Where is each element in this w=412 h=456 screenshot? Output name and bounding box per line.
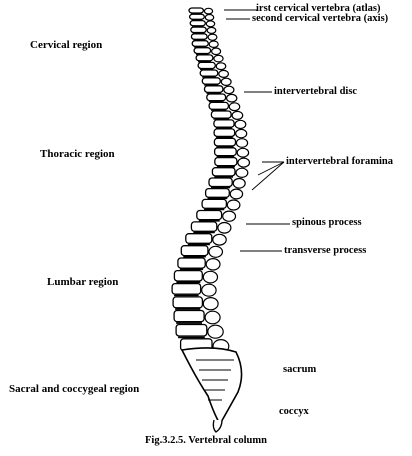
- vertebra-process: [223, 85, 235, 95]
- vertebra-body: [197, 61, 216, 70]
- vertebra-body: [188, 7, 205, 14]
- vertebra-process: [237, 157, 251, 168]
- vertebra-body: [171, 282, 202, 295]
- vertebra-process: [232, 177, 246, 189]
- vertebra-process: [217, 221, 232, 234]
- vertebra-process: [228, 102, 241, 112]
- vertebra-body: [189, 19, 206, 27]
- vertebra-process: [236, 147, 250, 158]
- lumbar-region-label: Lumbar region: [47, 276, 119, 288]
- vertebra-body: [188, 13, 205, 20]
- vertebra-process: [218, 69, 230, 79]
- vertebra-body: [201, 77, 221, 85]
- vertebra-process: [235, 138, 249, 148]
- vertebra-process: [202, 270, 219, 284]
- vertebra-process: [201, 283, 217, 297]
- sacral-region-label: Sacral and coccygeal region: [9, 383, 140, 395]
- vertebra-body: [211, 167, 236, 177]
- vertebra-process: [234, 119, 247, 130]
- vertebra-body: [175, 323, 208, 337]
- vertebra-process: [208, 40, 219, 49]
- vertebra-body: [206, 93, 227, 102]
- thoracic-region-label: Thoracic region: [40, 148, 115, 160]
- vertebra-body: [180, 245, 209, 257]
- vertebra-body: [190, 26, 207, 34]
- vertebra-process: [204, 13, 215, 21]
- vertebra-body: [173, 309, 205, 323]
- vertebra-body: [204, 187, 230, 198]
- cervical-region-label: Cervical region: [30, 39, 103, 51]
- vertebra-process: [235, 128, 248, 139]
- vertebra-process: [207, 33, 218, 41]
- vertebra-process: [220, 77, 232, 87]
- vertebra-body: [190, 33, 208, 40]
- transverse-label: transverse process: [284, 245, 367, 256]
- vertebra-process: [206, 26, 217, 34]
- foramina-label: intervertebral foramina: [286, 156, 394, 167]
- vertebra-process: [231, 110, 244, 121]
- vertebra-process: [207, 324, 224, 339]
- vertebra-body: [213, 147, 237, 157]
- vertebra-process: [235, 167, 249, 178]
- vertebra-process: [204, 310, 221, 325]
- spinous-label: spinous process: [292, 217, 362, 228]
- vertebra-body: [210, 110, 232, 119]
- foramina-leader-2: [257, 161, 285, 176]
- vertebra-body: [177, 257, 206, 269]
- vertebra-process: [211, 47, 222, 56]
- vertebra-process: [205, 257, 221, 271]
- vertebra-body: [213, 128, 236, 138]
- vertebra-body: [195, 54, 214, 62]
- vertebra-process: [205, 20, 216, 28]
- vertebra-process: [229, 188, 244, 200]
- axis-label: second cervical vertebra (axis): [252, 13, 389, 24]
- coccyx-shape: [212, 419, 223, 433]
- figure-caption: Fig.3.2.5. Vertebral column: [145, 435, 267, 446]
- vertebra-body: [173, 269, 203, 282]
- vertebra-body: [214, 156, 238, 167]
- vertebra-process: [215, 62, 227, 71]
- vertebra-process: [208, 245, 224, 258]
- vertebra-body: [201, 198, 228, 209]
- vertebra-body: [208, 101, 230, 110]
- vertebra-body: [208, 177, 233, 188]
- coccyx-label: coccyx: [279, 406, 309, 417]
- vertebrae-group: [171, 7, 251, 433]
- vertebra-body: [191, 40, 209, 47]
- vertebra-body: [213, 119, 235, 128]
- vertebra-body: [213, 137, 237, 147]
- vertebra-body: [190, 221, 218, 232]
- vertebra-process: [203, 7, 214, 15]
- vertebra-process: [212, 233, 227, 246]
- vertebra-process: [222, 210, 237, 222]
- sacrum-shape: [180, 347, 243, 426]
- vertebra-process: [225, 93, 238, 103]
- sacrum-label: sacrum: [283, 364, 317, 375]
- foramina-leader-3: [251, 161, 285, 191]
- vertebra-body: [172, 296, 204, 309]
- vertebra-body: [196, 209, 223, 221]
- vertebra-body: [185, 233, 213, 244]
- vertebra-process: [213, 54, 224, 63]
- atlas-label: irst cervical vertebra (atlas): [256, 3, 381, 14]
- vertebra-process: [226, 199, 241, 211]
- vertebra-body: [203, 85, 224, 94]
- vertebra-body: [193, 47, 212, 55]
- disc-label: intervertebral disc: [274, 86, 358, 97]
- leader-lines-group: [224, 9, 290, 252]
- vertebra-body: [199, 69, 219, 77]
- vertebra-process: [202, 297, 219, 311]
